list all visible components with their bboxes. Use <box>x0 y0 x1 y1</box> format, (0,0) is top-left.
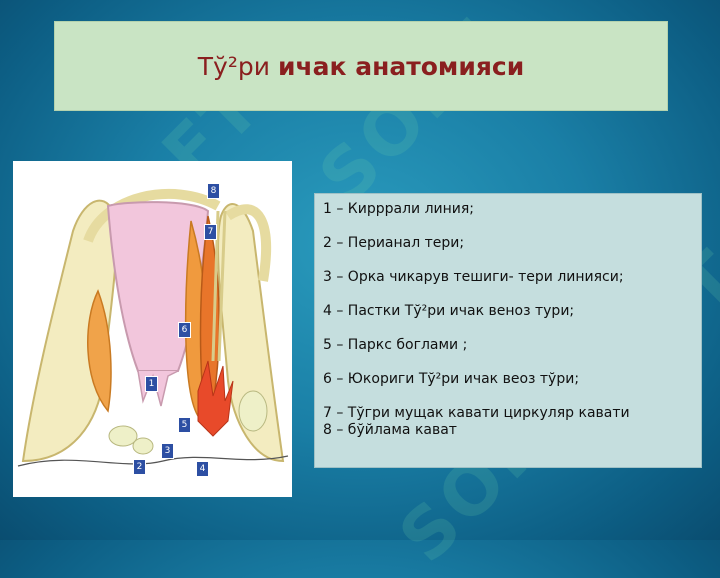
legend-item: 7 – Тўгри мущак кавати циркуляр кавати <box>323 405 630 421</box>
figure-label-6: 6 <box>178 322 191 338</box>
figure-label-5: 5 <box>178 417 191 433</box>
figure-label-4: 4 <box>196 461 209 477</box>
legend-item: 2 – Перианал тери; <box>323 235 465 251</box>
title-part-2: ичак анатомияси <box>277 51 525 81</box>
anatomy-illustration <box>17 189 289 467</box>
anatomy-figure: 8 7 6 1 5 3 2 4 <box>13 161 292 497</box>
legend-item: 8 – бўйлама кават <box>323 422 457 438</box>
title-banner: Тў²ри ичак анатомияси <box>54 21 668 111</box>
figure-label-7: 7 <box>204 224 217 240</box>
legend-item: 4 – Пастки Тў²ри ичак веноз тури; <box>323 303 575 319</box>
figure-label-8: 8 <box>207 183 220 199</box>
legend-item: 1 – Кирррали линия; <box>323 201 475 217</box>
title-part-1: Тў²ри <box>197 51 270 81</box>
figure-label-2: 2 <box>133 459 146 475</box>
figure-label-3: 3 <box>161 443 174 459</box>
legend-item: 3 – Орка чикарув тешиги- тери линияси; <box>323 269 624 285</box>
legend-item: 6 – Юкориги Тў²ри ичак веоз тўри; <box>323 371 580 387</box>
legend-item: 5 – Паркс боглами ; <box>323 337 468 353</box>
legend-box: 1 – Кирррали линия; 2 – Перианал тери; 3… <box>314 193 702 468</box>
figure-label-1: 1 <box>145 376 158 392</box>
